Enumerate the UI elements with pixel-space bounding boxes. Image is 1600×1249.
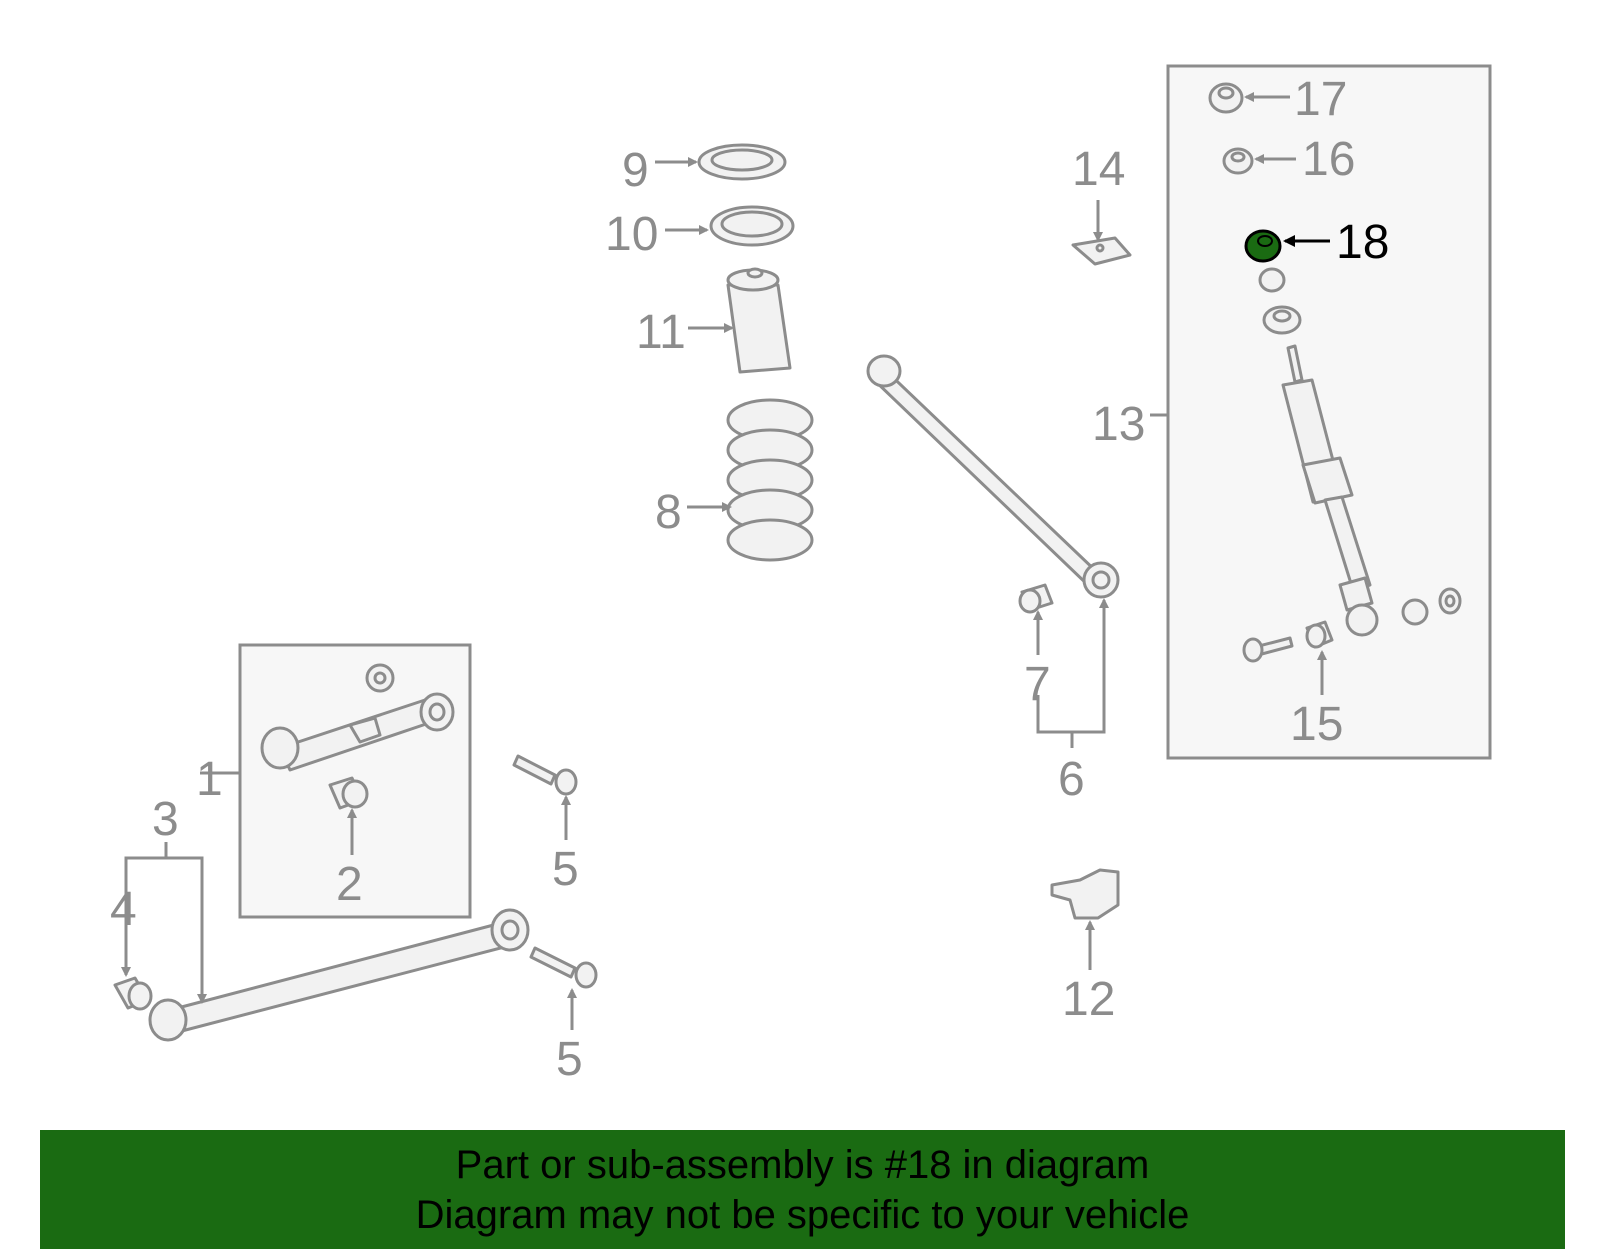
banner-line-part: Part or sub-assembly is #18 in diagram <box>455 1143 1150 1187</box>
callout-3: 3 <box>152 793 179 846</box>
info-banner: Part or sub-assembly is #18 in diagram D… <box>40 1130 1565 1249</box>
callout-10: 10 <box>605 208 658 261</box>
callout-12: 12 <box>1062 973 1115 1026</box>
banner-line-disclaimer: Diagram may not be specific to your vehi… <box>415 1193 1190 1237</box>
parts-diagram: 1 2 3 4 5 5 6 7 8 9 10 11 12 13 14 15 16… <box>110 64 1492 1086</box>
callout-1: 1 <box>196 753 223 806</box>
callout-6: 6 <box>1058 753 1085 806</box>
lower-control-arm[interactable] <box>148 908 530 1042</box>
callout-11: 11 <box>636 306 686 359</box>
callout-15: 15 <box>1290 698 1343 751</box>
bolt-5-lower[interactable] <box>529 946 598 989</box>
bracket-14[interactable] <box>1071 236 1132 266</box>
callout-5-upper: 5 <box>552 843 579 896</box>
callout-9: 9 <box>622 144 649 197</box>
shock-bushing-upper[interactable] <box>1262 305 1302 335</box>
callout-4: 4 <box>110 883 137 936</box>
control-arm-nut[interactable] <box>365 663 395 693</box>
shock-washer-upper[interactable] <box>1258 267 1286 293</box>
bump-stop-11[interactable] <box>726 267 792 374</box>
bushing-2[interactable] <box>328 776 369 810</box>
bolt-5-upper[interactable] <box>512 754 578 796</box>
cap-17[interactable] <box>1208 82 1244 114</box>
lateral-rod-6[interactable] <box>866 354 1120 599</box>
nut-18-highlighted[interactable] <box>1244 229 1282 263</box>
callout-5-lower: 5 <box>556 1033 583 1086</box>
callout-16: 16 <box>1302 133 1355 186</box>
shock-bolt-15[interactable] <box>1242 636 1294 663</box>
callout-7: 7 <box>1024 658 1051 711</box>
bushing-4[interactable] <box>113 976 153 1011</box>
spring-seat-9[interactable] <box>697 143 787 181</box>
bracket-12[interactable] <box>1050 868 1120 920</box>
callout-2: 2 <box>336 858 363 911</box>
shock-absorber-13[interactable] <box>1281 344 1379 637</box>
callout-18-highlighted: 18 <box>1336 216 1389 269</box>
bushing-7[interactable] <box>1018 583 1054 614</box>
spring-insulator-10[interactable] <box>709 205 795 247</box>
coil-spring-8[interactable] <box>726 398 814 562</box>
shock-lower-bushing[interactable] <box>1401 587 1462 626</box>
callout-14: 14 <box>1072 143 1125 196</box>
shock-bushing-15[interactable] <box>1305 620 1334 649</box>
upper-control-arm[interactable] <box>260 692 455 772</box>
callout-8: 8 <box>655 486 682 539</box>
callout-13: 13 <box>1092 398 1145 451</box>
callout-17: 17 <box>1294 73 1347 126</box>
washer-16[interactable] <box>1222 147 1254 175</box>
